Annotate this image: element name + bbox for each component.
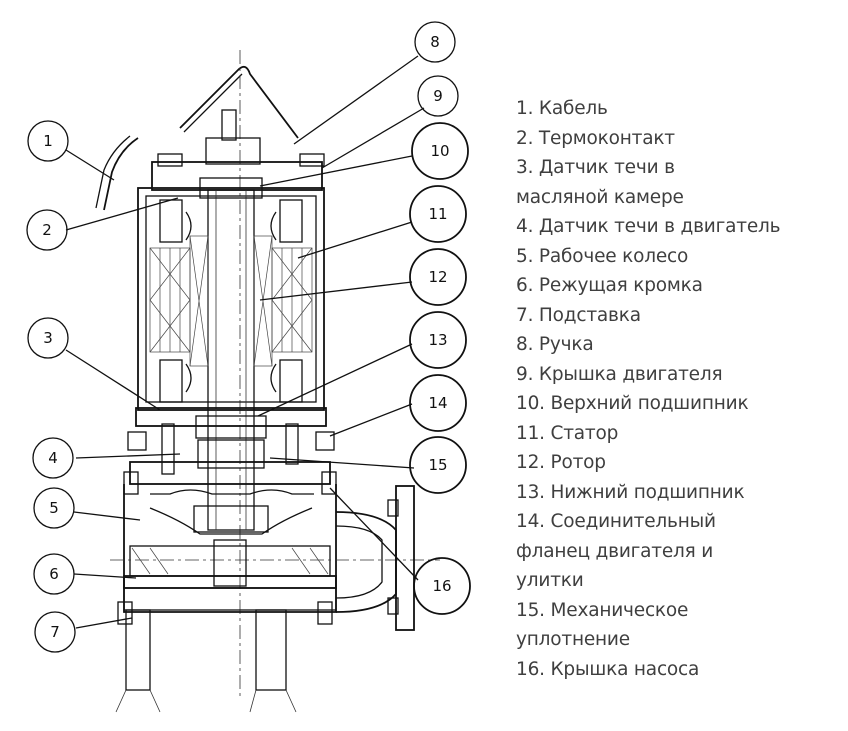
- svg-text:6: 6: [49, 565, 59, 583]
- svg-text:16: 16: [432, 577, 451, 595]
- legend-line: 14. Соединительный: [516, 511, 716, 532]
- callout-7: 7: [34, 611, 76, 653]
- callout-1: 1: [27, 120, 69, 162]
- svg-text:7: 7: [50, 623, 60, 641]
- legend-line: 16. Крышка насоса: [516, 658, 700, 680]
- svg-text:13: 13: [428, 331, 447, 349]
- callout-16: 16: [413, 557, 471, 615]
- legend-line: 6. Режущая кромка: [516, 275, 703, 296]
- svg-text:11: 11: [428, 205, 447, 223]
- svg-text:12: 12: [428, 268, 447, 286]
- pump-drawing: [95, 50, 440, 713]
- parts-legend: 1. Кабель 2. Термоконтакт 3. Датчик течи…: [516, 94, 842, 684]
- legend-line: 13. Нижний подшипник: [516, 481, 745, 503]
- legend-line: 15. Механическое: [516, 599, 689, 621]
- svg-text:8: 8: [430, 33, 440, 51]
- svg-text:15: 15: [428, 456, 447, 474]
- legend-line: 11. Статор: [516, 422, 619, 444]
- legend-line: 3. Датчик течи в: [516, 157, 675, 178]
- callout-3: 3: [27, 317, 69, 359]
- callout-15: 15: [409, 436, 467, 494]
- callout-11: 11: [409, 185, 467, 243]
- svg-text:1: 1: [43, 132, 53, 150]
- legend-line: 1. Кабель: [516, 98, 608, 119]
- legend-line: 9. Крышка двигателя: [516, 363, 723, 385]
- callout-8: 8: [414, 21, 456, 63]
- legend-line: 8. Ручка: [516, 334, 594, 355]
- callout-13: 13: [409, 311, 467, 369]
- legend-line: 10. Верхний подшипник: [516, 393, 749, 414]
- legend-line: 7. Подставка: [516, 304, 641, 326]
- legend-line: 12. Ротор: [516, 452, 606, 473]
- svg-text:4: 4: [48, 449, 58, 467]
- legend-line: масляной камере: [516, 186, 684, 208]
- svg-text:3: 3: [43, 329, 53, 347]
- legend-line: 5. Рабочее колесо: [516, 245, 689, 267]
- svg-text:2: 2: [42, 221, 52, 239]
- callouts: 1 2 3 4 5 6 7 8 9 10 11 12 13 14 15 16: [26, 21, 471, 653]
- svg-text:14: 14: [428, 394, 447, 412]
- callout-2: 2: [26, 209, 68, 251]
- leader-lines: [65, 55, 425, 629]
- callout-14: 14: [409, 374, 467, 432]
- svg-text:10: 10: [430, 142, 449, 160]
- legend-line: 2. Термоконтакт: [516, 127, 675, 149]
- callout-10: 10: [411, 122, 469, 180]
- svg-text:9: 9: [433, 87, 443, 105]
- callout-12: 12: [409, 248, 467, 306]
- legend-line: уплотнение: [516, 629, 630, 650]
- callout-5: 5: [33, 487, 75, 529]
- legend-line: улитки: [516, 570, 584, 591]
- legend-line: фланец двигателя и: [516, 540, 714, 562]
- callout-6: 6: [33, 553, 75, 595]
- svg-text:5: 5: [49, 499, 59, 517]
- legend-line: 4. Датчик течи в двигатель: [516, 216, 781, 237]
- callout-4: 4: [32, 437, 74, 479]
- callout-9: 9: [417, 75, 459, 117]
